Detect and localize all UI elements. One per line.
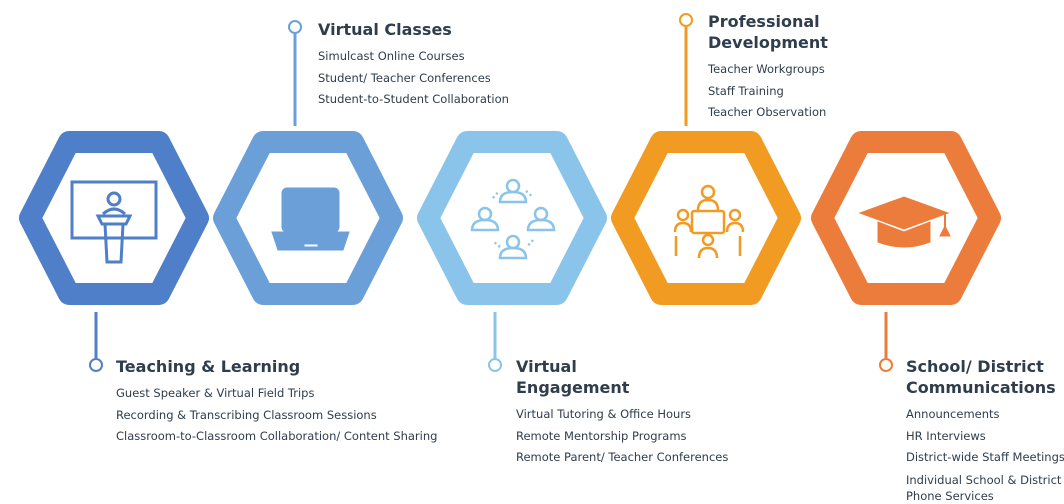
connector-dot-teaching xyxy=(89,358,103,372)
stage-item: Announcements xyxy=(906,407,1000,421)
presentation-podium-icon xyxy=(70,180,158,264)
stage-item: Student/ Teacher Conferences xyxy=(318,70,491,85)
connector-dot-virtual-engagement xyxy=(488,358,502,372)
stage-item: Teacher Workgroups xyxy=(708,62,825,76)
stage-item: District-wide Staff Meetings xyxy=(906,450,1064,464)
stage-item: Remote Mentorship Programs xyxy=(516,428,687,443)
stage-item: Recording & Transcribing Classroom Sessi… xyxy=(116,407,377,422)
connector-dot-virtual-classes xyxy=(288,20,302,34)
stage-virtual-engagement: Virtual Engagement Virtual Tutoring & Of… xyxy=(516,356,728,469)
stage-item: Remote Parent/ Teacher Conferences xyxy=(516,450,729,464)
stage-title: Virtual Classes xyxy=(318,20,452,39)
hexagon-teaching-learning xyxy=(19,131,209,305)
stage-virtual-classes: Virtual Classes Simulcast Online Courses… xyxy=(318,19,509,111)
stage-item: Teacher Observation xyxy=(708,105,827,119)
stage-title: School/ District Communications xyxy=(906,357,1056,397)
hexagon-chain xyxy=(19,13,1001,372)
graduation-cap-icon xyxy=(858,196,951,248)
people-circle-icon xyxy=(470,178,556,260)
stage-item: Guest Speaker & Virtual Field Trips xyxy=(116,386,315,400)
stage-title: Teaching & Learning xyxy=(116,357,301,376)
stage-title: Virtual Engagement xyxy=(516,357,630,397)
stage-item: Simulcast Online Courses xyxy=(318,49,465,63)
connector-dot-school-district xyxy=(879,358,893,372)
stage-item: Staff Training xyxy=(708,83,784,98)
stage-teaching-learning: Teaching & Learning Guest Speaker & Virt… xyxy=(116,356,437,448)
hexagon-professional-development xyxy=(611,131,801,305)
stage-item: HR Interviews xyxy=(906,428,986,443)
stage-professional-development: Professional Development Teacher Workgro… xyxy=(708,11,828,124)
stage-item: Classroom-to-Classroom Collaboration/ Co… xyxy=(116,429,438,443)
laptop-icon xyxy=(271,187,350,251)
stage-item: Individual School & District Phone Servi… xyxy=(906,472,1062,503)
meeting-table-icon xyxy=(673,184,745,259)
stage-school-district-communications: School/ District Communications Announce… xyxy=(906,356,1064,504)
stage-item: Virtual Tutoring & Office Hours xyxy=(516,407,692,421)
hexagon-virtual-engagement xyxy=(417,131,607,305)
stage-title: Professional Development xyxy=(708,12,828,52)
education-use-cases-diagram: Teaching & Learning Guest Speaker & Virt… xyxy=(19,11,1064,503)
stage-item: Student-to-Student Collaboration xyxy=(318,92,509,106)
connector-dot-professional-development xyxy=(679,13,693,27)
